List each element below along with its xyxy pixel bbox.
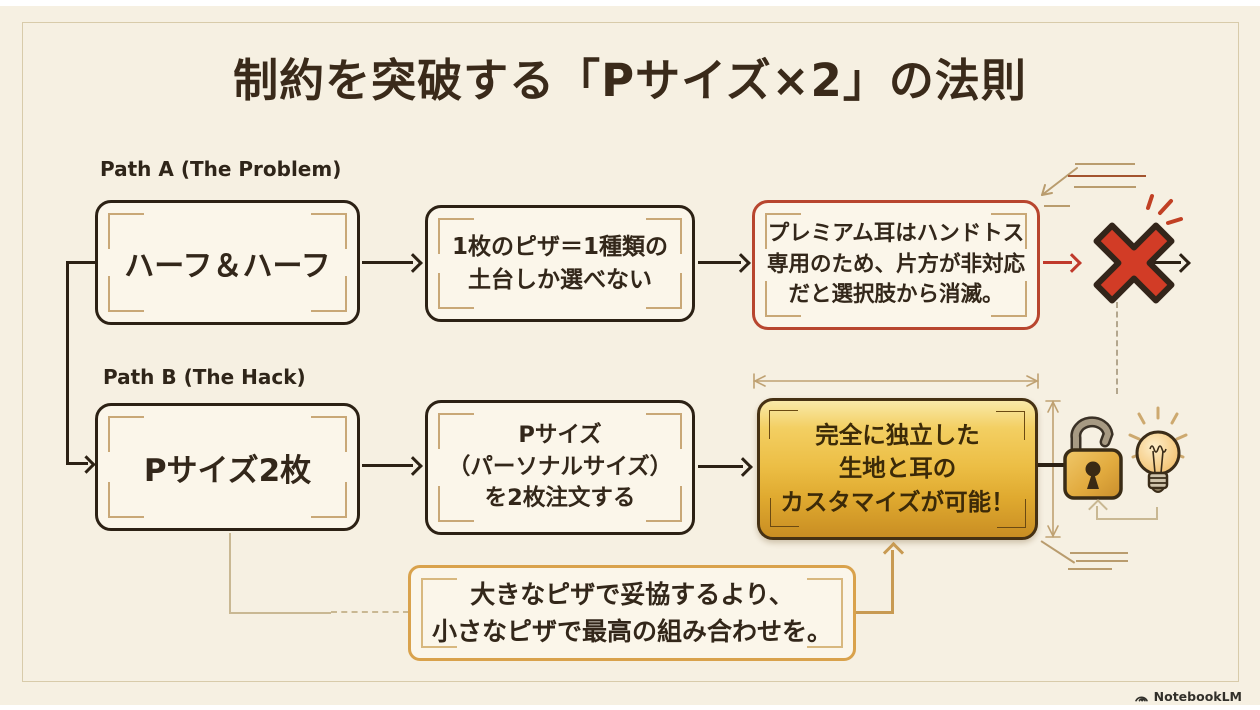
decorative-frame xyxy=(22,22,1239,682)
node-text-line: だと選択肢から消滅。 xyxy=(788,282,1004,308)
sketch-line xyxy=(1076,560,1128,562)
node-text-line: 完全に独立した xyxy=(815,420,980,449)
path-b-node-two-p-size: Pサイズ2枚 xyxy=(95,403,360,531)
brand-footer: NotebookLM xyxy=(1134,689,1242,704)
note-connector xyxy=(229,612,331,614)
sketch-line xyxy=(1074,186,1136,188)
sketch-line xyxy=(1075,163,1135,165)
dashed-connector xyxy=(1116,302,1118,394)
node-text: Pサイズ2枚 xyxy=(143,452,312,489)
note-text-line: 大きなピザで妥協するより、 xyxy=(470,579,794,609)
node-text: ハーフ＆ハーフ xyxy=(124,248,331,284)
node-text-line: （パーソナルサイズ） xyxy=(447,453,673,480)
sketch-line xyxy=(1068,568,1112,570)
dimension-arrow-horizontal xyxy=(753,373,1039,389)
branch-line xyxy=(66,261,95,264)
node-text-line: 生地と耳の xyxy=(838,454,957,483)
branch-line xyxy=(66,261,69,464)
note-connector xyxy=(229,533,231,613)
sketch-line xyxy=(1044,205,1070,207)
node-text-line: 専用のため、片方が非対応 xyxy=(766,251,1025,277)
path-a-label: Path A (The Problem) xyxy=(100,157,342,181)
node-text-line: Pサイズ xyxy=(518,421,602,448)
notebooklm-logo-icon xyxy=(1134,696,1148,702)
cross-icon xyxy=(1093,194,1183,304)
note-to-gold-connector xyxy=(891,550,894,614)
node-text-line: 土台しか選べない xyxy=(468,266,652,293)
node-text-line: 1枚のピザ＝1種類の xyxy=(451,234,668,261)
branch-line xyxy=(66,462,88,465)
note-text-line: 小さなピザで最高の組み合わせを。 xyxy=(431,617,832,646)
node-text-line: プレミアム耳はハンドトス xyxy=(767,221,1025,247)
gold-to-lock-line xyxy=(1038,463,1072,467)
path-b-label: Path B (The Hack) xyxy=(103,365,306,389)
path-b-node-full-custom: 完全に独立した 生地と耳の カスタマイズが可能！ xyxy=(757,398,1038,540)
dimension-arrow-vertical xyxy=(1045,400,1061,538)
note-to-gold-connector xyxy=(856,611,894,614)
sketch-line xyxy=(1070,552,1128,554)
lightbulb-icon xyxy=(1128,406,1188,493)
sketch-arrow-icon xyxy=(1041,167,1078,196)
note-box: 大きなピザで妥協するより、 小さなピザで最高の組み合わせを。 xyxy=(408,565,856,661)
path-a-node-premium-crust-problem: プレミアム耳はハンドトス 専用のため、片方が非対応 だと選択肢から消滅。 xyxy=(752,200,1040,330)
open-lock-icon xyxy=(1063,416,1123,500)
icon-connector xyxy=(1156,507,1158,519)
path-a-node-one-base: 1枚のピザ＝1種類の 土台しか選べない xyxy=(425,205,695,322)
path-b-node-order-two: Pサイズ （パーソナルサイズ） を2枚注文する xyxy=(425,400,695,535)
icon-connector xyxy=(1096,506,1098,519)
node-text-line: カスタマイズが可能！ xyxy=(780,487,1015,516)
brand-name: NotebookLM xyxy=(1153,689,1242,704)
node-text-line: を2枚注文する xyxy=(484,485,636,512)
page-title: 制約を突破する「Pサイズ×2」の法則 xyxy=(233,54,1027,107)
sketch-line xyxy=(1068,175,1146,177)
path-a-node-half-and-half: ハーフ＆ハーフ xyxy=(95,200,360,325)
note-connector-dashed xyxy=(331,611,409,613)
icon-connector xyxy=(1096,518,1158,520)
